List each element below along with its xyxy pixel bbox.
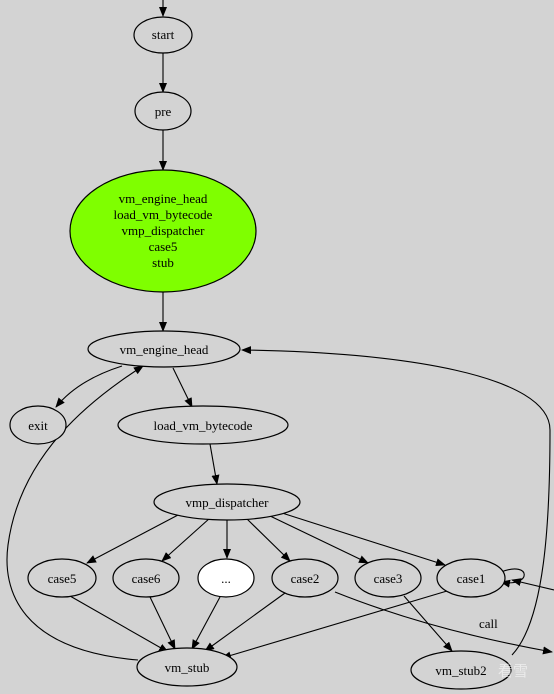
node-merged-line-5: stub bbox=[152, 255, 174, 270]
edge-case2-call-offscreen bbox=[334, 591, 553, 655]
edge-dispatcher-to-case1 bbox=[281, 512, 446, 567]
node-exit[interactable]: exit bbox=[9, 405, 67, 445]
node-case3-shape bbox=[354, 558, 422, 598]
edge-dispatcher-to-case6 bbox=[161, 517, 211, 562]
node-case6-shape bbox=[112, 558, 180, 598]
node-case2[interactable]: case2 bbox=[271, 558, 339, 598]
edge-dispatcher-to-case3 bbox=[267, 514, 369, 564]
node-case3[interactable]: case3 bbox=[354, 558, 422, 598]
node-merged-shape bbox=[69, 169, 257, 293]
node-merged-line-4: case5 bbox=[149, 239, 178, 254]
edge-offscreen-to-case1 bbox=[511, 578, 554, 591]
node-vm-stub-shape bbox=[136, 647, 238, 687]
node-case5-shape bbox=[27, 558, 97, 598]
node-case1-shape bbox=[436, 558, 506, 598]
node-ellipsis[interactable]: ... bbox=[197, 558, 255, 598]
node-pre-shape bbox=[134, 91, 192, 131]
edge-case2-to-vm-stub bbox=[204, 592, 286, 652]
node-case1-label: case1 bbox=[457, 571, 486, 586]
node-case6[interactable]: case6 bbox=[112, 558, 180, 598]
node-case5-label: case5 bbox=[48, 571, 77, 586]
node-exit-shape bbox=[9, 405, 67, 445]
node-vm-stub2[interactable]: vm_stub2 bbox=[410, 650, 512, 690]
edge-vm-stub2-to-vm-engine-head bbox=[241, 346, 551, 656]
node-merged-line-2: load_vm_bytecode bbox=[114, 207, 213, 222]
edge-dispatcher-to-case5 bbox=[86, 514, 179, 564]
node-vm-stub2-shape bbox=[410, 650, 512, 690]
node-start[interactable]: start bbox=[133, 16, 193, 54]
node-vmp-dispatcher-label: vmp_dispatcher bbox=[185, 495, 269, 510]
node-merged-block[interactable]: vm_engine_head load_vm_bytecode vmp_disp… bbox=[69, 169, 257, 293]
node-vm-engine-head-shape bbox=[87, 330, 241, 368]
edge-vm-engine-head-to-exit bbox=[55, 365, 123, 408]
node-case6-label: case6 bbox=[132, 571, 161, 586]
node-vm-engine-head-label: vm_engine_head bbox=[120, 342, 209, 357]
edge-case6-to-vm-stub bbox=[149, 596, 176, 650]
node-case2-shape bbox=[271, 558, 339, 598]
node-exit-label: exit bbox=[28, 418, 48, 433]
node-ellipsis-shape bbox=[197, 558, 255, 598]
edge-ellipsis-to-vm-stub bbox=[191, 596, 221, 650]
node-load-vm-bytecode-label: load_vm_bytecode bbox=[154, 418, 253, 433]
call-edge-label: call bbox=[479, 616, 498, 631]
edge-vm-engine-head-to-load-vm-bytecode bbox=[172, 367, 193, 408]
edge-case5-to-vm-stub bbox=[69, 595, 169, 653]
watermark-text: 看雪 bbox=[498, 662, 528, 680]
node-vm-engine-head[interactable]: vm_engine_head bbox=[87, 330, 241, 368]
node-start-shape bbox=[133, 16, 193, 54]
node-pre-label: pre bbox=[155, 104, 172, 119]
node-case1[interactable]: case1 bbox=[436, 558, 506, 598]
edge-load-vm-bytecode-to-vmp-dispatcher bbox=[209, 443, 220, 485]
node-vmp-dispatcher[interactable]: vmp_dispatcher bbox=[153, 483, 301, 521]
edge-vm-stub-to-vm-engine-head bbox=[6, 365, 144, 661]
node-pre[interactable]: pre bbox=[134, 91, 192, 131]
node-vm-stub-label: vm_stub bbox=[165, 660, 210, 675]
nodes: start pre vm_engine_head load_vm_bytecod… bbox=[9, 16, 512, 690]
node-case5[interactable]: case5 bbox=[27, 558, 97, 598]
edge-case1-self-loop bbox=[500, 568, 525, 588]
node-load-vm-bytecode-shape bbox=[117, 405, 289, 445]
node-merged-line-3: vmp_dispatcher bbox=[121, 223, 205, 238]
edge-dispatcher-to-case2 bbox=[245, 517, 291, 562]
edge-case1-to-vm-stub bbox=[221, 590, 448, 660]
node-merged-line-1: vm_engine_head bbox=[119, 191, 208, 206]
node-case2-label: case2 bbox=[291, 571, 320, 586]
node-load-vm-bytecode[interactable]: load_vm_bytecode bbox=[117, 405, 289, 445]
node-vm-stub[interactable]: vm_stub bbox=[136, 647, 238, 687]
edges: call bbox=[6, 0, 554, 661]
node-start-label: start bbox=[152, 27, 175, 42]
node-case3-label: case3 bbox=[374, 571, 403, 586]
node-vm-stub2-label: vm_stub2 bbox=[435, 663, 486, 678]
node-vmp-dispatcher-shape bbox=[153, 483, 301, 521]
node-ellipsis-label: ... bbox=[221, 571, 231, 586]
